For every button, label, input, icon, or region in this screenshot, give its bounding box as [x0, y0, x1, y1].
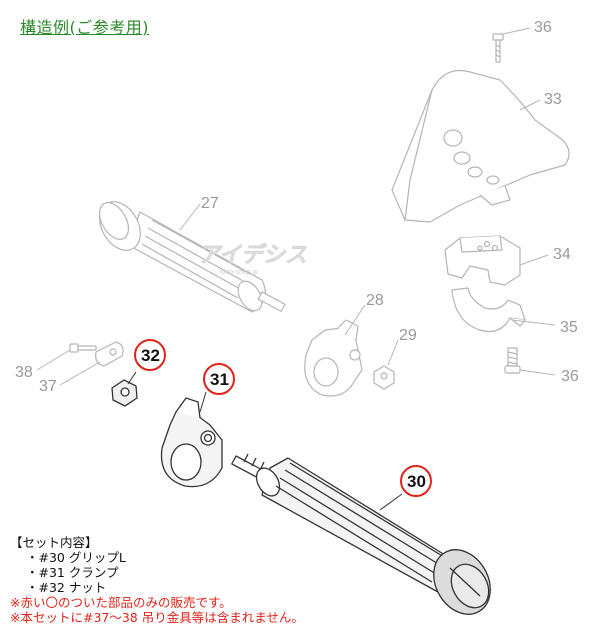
- part-36-screw-top: [492, 33, 504, 63]
- part-38-screw: [69, 343, 97, 353]
- label-36-lower: 36: [561, 368, 579, 385]
- part-37-hanger: [95, 341, 124, 367]
- warning-note-2: ※本セットに#37～38 吊り金具等は含まれません。: [10, 610, 304, 625]
- page-title: 構造例(ご参考用): [20, 18, 149, 37]
- highlight-circle-32: [134, 339, 166, 371]
- faded-parts: [69, 33, 570, 397]
- label-31: 31: [210, 370, 229, 389]
- label-38: 38: [15, 364, 33, 381]
- highlight-circle-30: [400, 465, 432, 497]
- label-30: 30: [407, 472, 426, 491]
- leader-lines-highlighted: [127, 371, 403, 511]
- set-item-30: ・#30 グリップL: [26, 550, 126, 565]
- label-36-top: 36: [534, 19, 552, 36]
- label-35: 35: [560, 319, 578, 336]
- part-32-nut: [111, 379, 138, 407]
- set-contents-heading: 【セット内容】: [10, 535, 98, 550]
- part-35-lower-clamp: [451, 287, 526, 333]
- part-30-grip: [231, 453, 491, 615]
- part-33-bracket: [391, 69, 570, 223]
- label-33: 33: [544, 91, 562, 108]
- leader-lines-faded: [36, 27, 556, 386]
- watermark-subtext: ideo-shop.jp: [220, 269, 258, 276]
- label-37: 37: [39, 378, 57, 395]
- highlighted-parts: [111, 379, 491, 615]
- set-item-31: ・#31 クランプ: [26, 565, 119, 580]
- part-34-upper-clamp: [444, 235, 521, 286]
- label-27: 27: [201, 195, 219, 212]
- warning-note-1: ※赤い〇のついた部品のみの販売です。: [10, 595, 232, 610]
- part-27-grip: [98, 201, 286, 313]
- watermark-text: アイデシス: [198, 242, 307, 268]
- part-29-nut: [373, 365, 395, 390]
- highlight-circles: [134, 339, 432, 497]
- part-31-clamp: [160, 397, 223, 488]
- set-item-32: ・#32 ナット: [26, 580, 107, 595]
- part-28-clamp: [304, 319, 363, 397]
- label-29: 29: [399, 327, 417, 344]
- label-34: 34: [553, 246, 571, 263]
- label-32: 32: [141, 346, 160, 365]
- part-36-screw-lower: [504, 347, 521, 374]
- highlight-circle-31: [203, 363, 235, 395]
- set-contents-notes: 【セット内容】 ・#30 グリップL ・#31 クランプ ・#32 ナット ※赤…: [10, 535, 304, 625]
- label-28: 28: [366, 292, 384, 309]
